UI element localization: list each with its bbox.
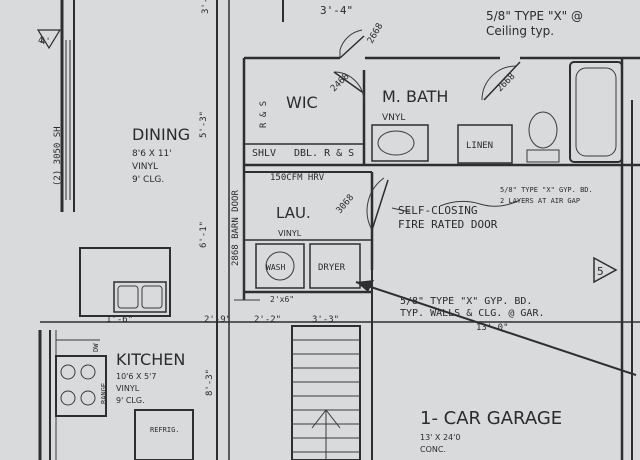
range-label: RANGE bbox=[100, 383, 108, 404]
ceiling-note-line1: 5/8" TYPE "X" @ bbox=[486, 9, 583, 23]
garage-floor: CONC. bbox=[420, 445, 446, 454]
shelving-label: SHLV bbox=[252, 148, 276, 159]
top-left-vertical-dim: 3'-10" bbox=[201, 0, 211, 14]
svg-text:5: 5 bbox=[597, 265, 604, 278]
garage-width-dim: 13'-0" bbox=[476, 323, 509, 333]
laundry-floor: VINYL bbox=[278, 229, 302, 238]
master-bath-floor: VNYL bbox=[382, 113, 405, 123]
dining-window-label: (2) 3050 SH bbox=[53, 126, 63, 186]
dining-window bbox=[65, 40, 71, 200]
range-burners-icon bbox=[60, 364, 96, 406]
garage-gyp-line2: TYP. WALLS & CLG. @ GAR. bbox=[400, 308, 545, 319]
section-marker: 5 bbox=[593, 256, 618, 284]
svg-text:4: 4 bbox=[38, 36, 43, 46]
master-bath-name: M. BATH bbox=[382, 87, 448, 106]
gyp-bd-note-line2: 2 LAYERS AT AIR GAP bbox=[500, 197, 580, 205]
dining-size: 8'6 X 11' bbox=[132, 149, 172, 159]
note-leader-2 bbox=[391, 207, 411, 213]
kitchen-sink-icon bbox=[113, 281, 167, 313]
kitchen-name: KITCHEN bbox=[116, 350, 185, 369]
ceiling-note-line2: Ceiling typ. bbox=[486, 24, 554, 38]
wic-name: WIC bbox=[286, 93, 318, 112]
linen-label: LINEN bbox=[466, 141, 493, 151]
dim-2x6: 2'x6" bbox=[270, 295, 294, 304]
gyp-bd-note-line1: 5/8" TYPE "X" GYP. BD. bbox=[500, 186, 593, 194]
door-swings bbox=[333, 29, 521, 231]
barn-door-label: 2868 BARN DOOR bbox=[231, 190, 241, 266]
laundry-name: LAU. bbox=[276, 204, 311, 222]
garage-gyp-line1: 5/8" TYPE "X" GYP. BD. bbox=[400, 296, 532, 307]
garage-size: 13' X 24'0 bbox=[420, 433, 460, 442]
kitchen-floor: VINYL bbox=[116, 384, 140, 393]
hrv-label: 150CFM HRV bbox=[270, 173, 325, 183]
wic-shelf-label: R & S bbox=[259, 101, 269, 128]
kitchen-vertical-dim: 8'-3" bbox=[205, 369, 215, 396]
dbl-shelf-label: DBL. R & S bbox=[294, 148, 354, 159]
dim-2-2: 2'-2" bbox=[254, 315, 281, 325]
bath-door-label: 2668 bbox=[495, 72, 517, 94]
dining-floor: VINYL bbox=[132, 162, 158, 172]
fridge-label: REFRIG. bbox=[150, 426, 180, 434]
self-closing-line1: SELF-CLOSING bbox=[398, 204, 477, 217]
wash-label: WASH bbox=[266, 263, 285, 272]
bath-door-top-label: 2668 bbox=[366, 22, 386, 46]
kitchen-size: 10'6 X 5'7 bbox=[116, 372, 156, 381]
note-leader bbox=[439, 199, 521, 207]
dining-ceiling: 9' CLG. bbox=[132, 175, 164, 185]
kitchen-ceiling: 9' CLG. bbox=[116, 396, 145, 405]
laundry-vertical-dim: 6'-1" bbox=[199, 221, 209, 248]
garage-name: 1- CAR GARAGE bbox=[420, 408, 562, 429]
angle-dim: 4' bbox=[40, 37, 51, 47]
wic-vertical-dim: 5'-3" bbox=[199, 111, 209, 138]
dim-1-6: 1'-6" bbox=[106, 315, 133, 325]
dining-name: DINING bbox=[132, 125, 190, 144]
detail-marker: 4 bbox=[36, 29, 62, 50]
walls bbox=[38, 0, 640, 460]
dim-2-9: 2'-9" bbox=[204, 315, 231, 325]
top-dimension: 3'-4" bbox=[320, 4, 353, 17]
dishwasher-label: DW bbox=[92, 343, 100, 352]
self-closing-line2: FIRE RATED DOOR bbox=[398, 218, 498, 231]
dim-3-3: 3'-3" bbox=[312, 315, 339, 325]
laundry-door-label: 3068 bbox=[335, 193, 357, 216]
dryer-label: DRYER bbox=[318, 263, 346, 273]
